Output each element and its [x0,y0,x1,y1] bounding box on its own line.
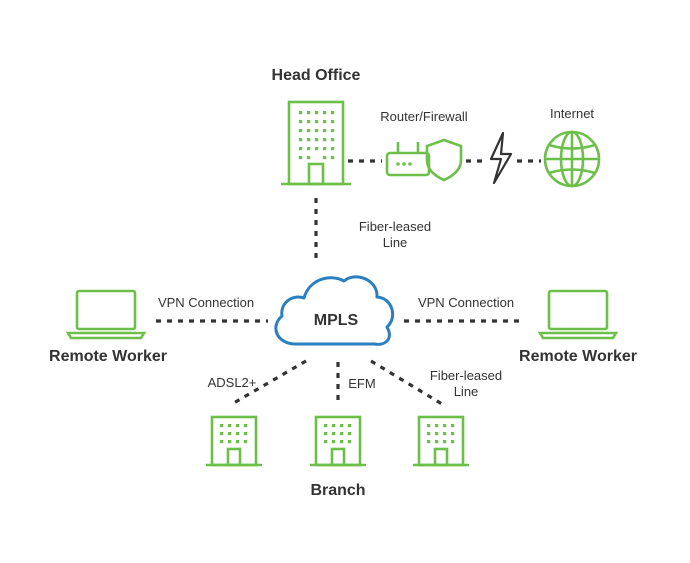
fiber-leased-right-label-line2: Line [454,384,479,399]
router-icon [385,142,431,177]
connector-mpls-branch-right [370,359,443,406]
remote-worker-right-label: Remote Worker [519,348,637,365]
lightning-icon [489,131,513,185]
vpn-left-label: VPN Connection [158,295,254,310]
remote-worker-left-label: Remote Worker [49,348,167,365]
laptop-left-icon [65,289,147,340]
adsl-label: ADSL2+ [208,375,257,390]
internet-label: Internet [550,106,594,121]
laptop-right-icon [537,289,619,340]
mpls-label: MPLS [314,312,359,329]
branch-building-center-icon [310,415,366,467]
branch-building-right-icon [413,415,469,467]
fiber-leased-right-label-line1: Fiber-leased [430,368,502,383]
branch-label: Branch [310,482,365,499]
connector-mpls-branch-left [231,359,307,406]
head-office-building-icon [281,100,351,186]
shield-icon [425,138,463,182]
head-office-label: Head Office [272,67,361,84]
efm-label: EFM [348,376,375,391]
fiber-leased-top-label-line1: Fiber-leased [359,219,431,234]
mpls-cloud-icon [274,275,395,346]
branch-building-left-icon [206,415,262,467]
router-firewall-label: Router/Firewall [380,109,468,124]
vpn-right-label: VPN Connection [418,295,514,310]
fiber-leased-top-label-line2: Line [383,235,408,250]
globe-icon [543,130,601,188]
